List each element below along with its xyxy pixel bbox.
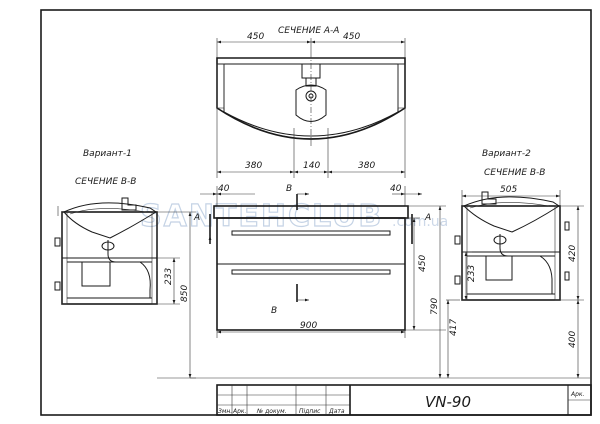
section-bb-right-label: СЕЧЕНИЕ В-В <box>484 168 545 178</box>
marker-a-right: A <box>424 213 431 223</box>
dim-front-450: 450 <box>418 255 428 272</box>
cabinet-side-right <box>461 205 561 301</box>
title-col-ark: Арк. <box>232 408 247 415</box>
dim-plan-140: 140 <box>303 161 320 171</box>
title-col-doc: № докум. <box>256 408 287 415</box>
product-code: VN-90 <box>425 393 471 411</box>
title-sheet-label: Арк. <box>570 391 585 398</box>
drain-area <box>295 84 327 122</box>
basin-profile-right <box>463 196 560 233</box>
siphon-box-left <box>81 261 111 287</box>
dim-front-40-right: 40 <box>390 184 402 194</box>
dim-top-right-450: 450 <box>343 32 360 42</box>
right-view-variant2: Вариант-2 СЕЧЕНИЕ В-В 505 233 <box>454 149 584 378</box>
dim-left-233: 233 <box>164 268 174 285</box>
marker-a-left: A <box>193 213 200 223</box>
dim-front-900: 900 <box>300 321 317 331</box>
dim-plan-380-left: 380 <box>245 161 262 171</box>
dim-right-233: 233 <box>467 265 477 282</box>
watermark: SANTEHCLUB .com.ua <box>139 198 448 234</box>
front-view: 40 40 B A A B 900 450 <box>190 184 590 379</box>
title-col-sign: Підпис <box>299 408 321 415</box>
variant1-label: Вариант-1 <box>83 149 132 159</box>
dim-front-417: 417 <box>449 319 459 336</box>
section-bb-left-label: СЕЧЕНИЕ В-В <box>75 177 136 187</box>
variant2-label: Вариант-2 <box>482 149 531 159</box>
marker-b-bottom: B <box>271 306 277 316</box>
basin-profile-left <box>63 202 157 239</box>
handle-bottom <box>231 269 391 275</box>
dim-top-left-450: 450 <box>247 32 264 42</box>
marker-b-top: B <box>286 184 292 194</box>
dim-front-790: 790 <box>430 298 440 315</box>
title-col-date: Дата <box>328 408 345 415</box>
dim-right-420: 420 <box>568 245 578 262</box>
left-view-variant1: Вариант-1 СЕЧЕНИЕ В-В 233 850 <box>54 149 196 379</box>
dim-front-40-left: 40 <box>218 184 230 194</box>
dim-right-400: 400 <box>568 331 578 348</box>
plan-view-section-aa: СЕЧЕНИЕ А-А 450 450 <box>216 26 406 178</box>
dim-left-850: 850 <box>180 285 190 302</box>
dim-right-505: 505 <box>500 185 517 195</box>
dim-plan-380-right: 380 <box>358 161 375 171</box>
watermark-text: SANTEHCLUB <box>140 199 383 234</box>
drawer-bottom <box>216 263 406 331</box>
handle-top <box>231 230 391 236</box>
title-col-zmn: Змн. <box>218 408 232 415</box>
title-block: Змн. Арк. № докум. Підпис Дата VN-90 Арк… <box>216 384 592 416</box>
siphon-box-right <box>485 255 513 281</box>
section-aa-label: СЕЧЕНИЕ А-А <box>278 26 339 36</box>
